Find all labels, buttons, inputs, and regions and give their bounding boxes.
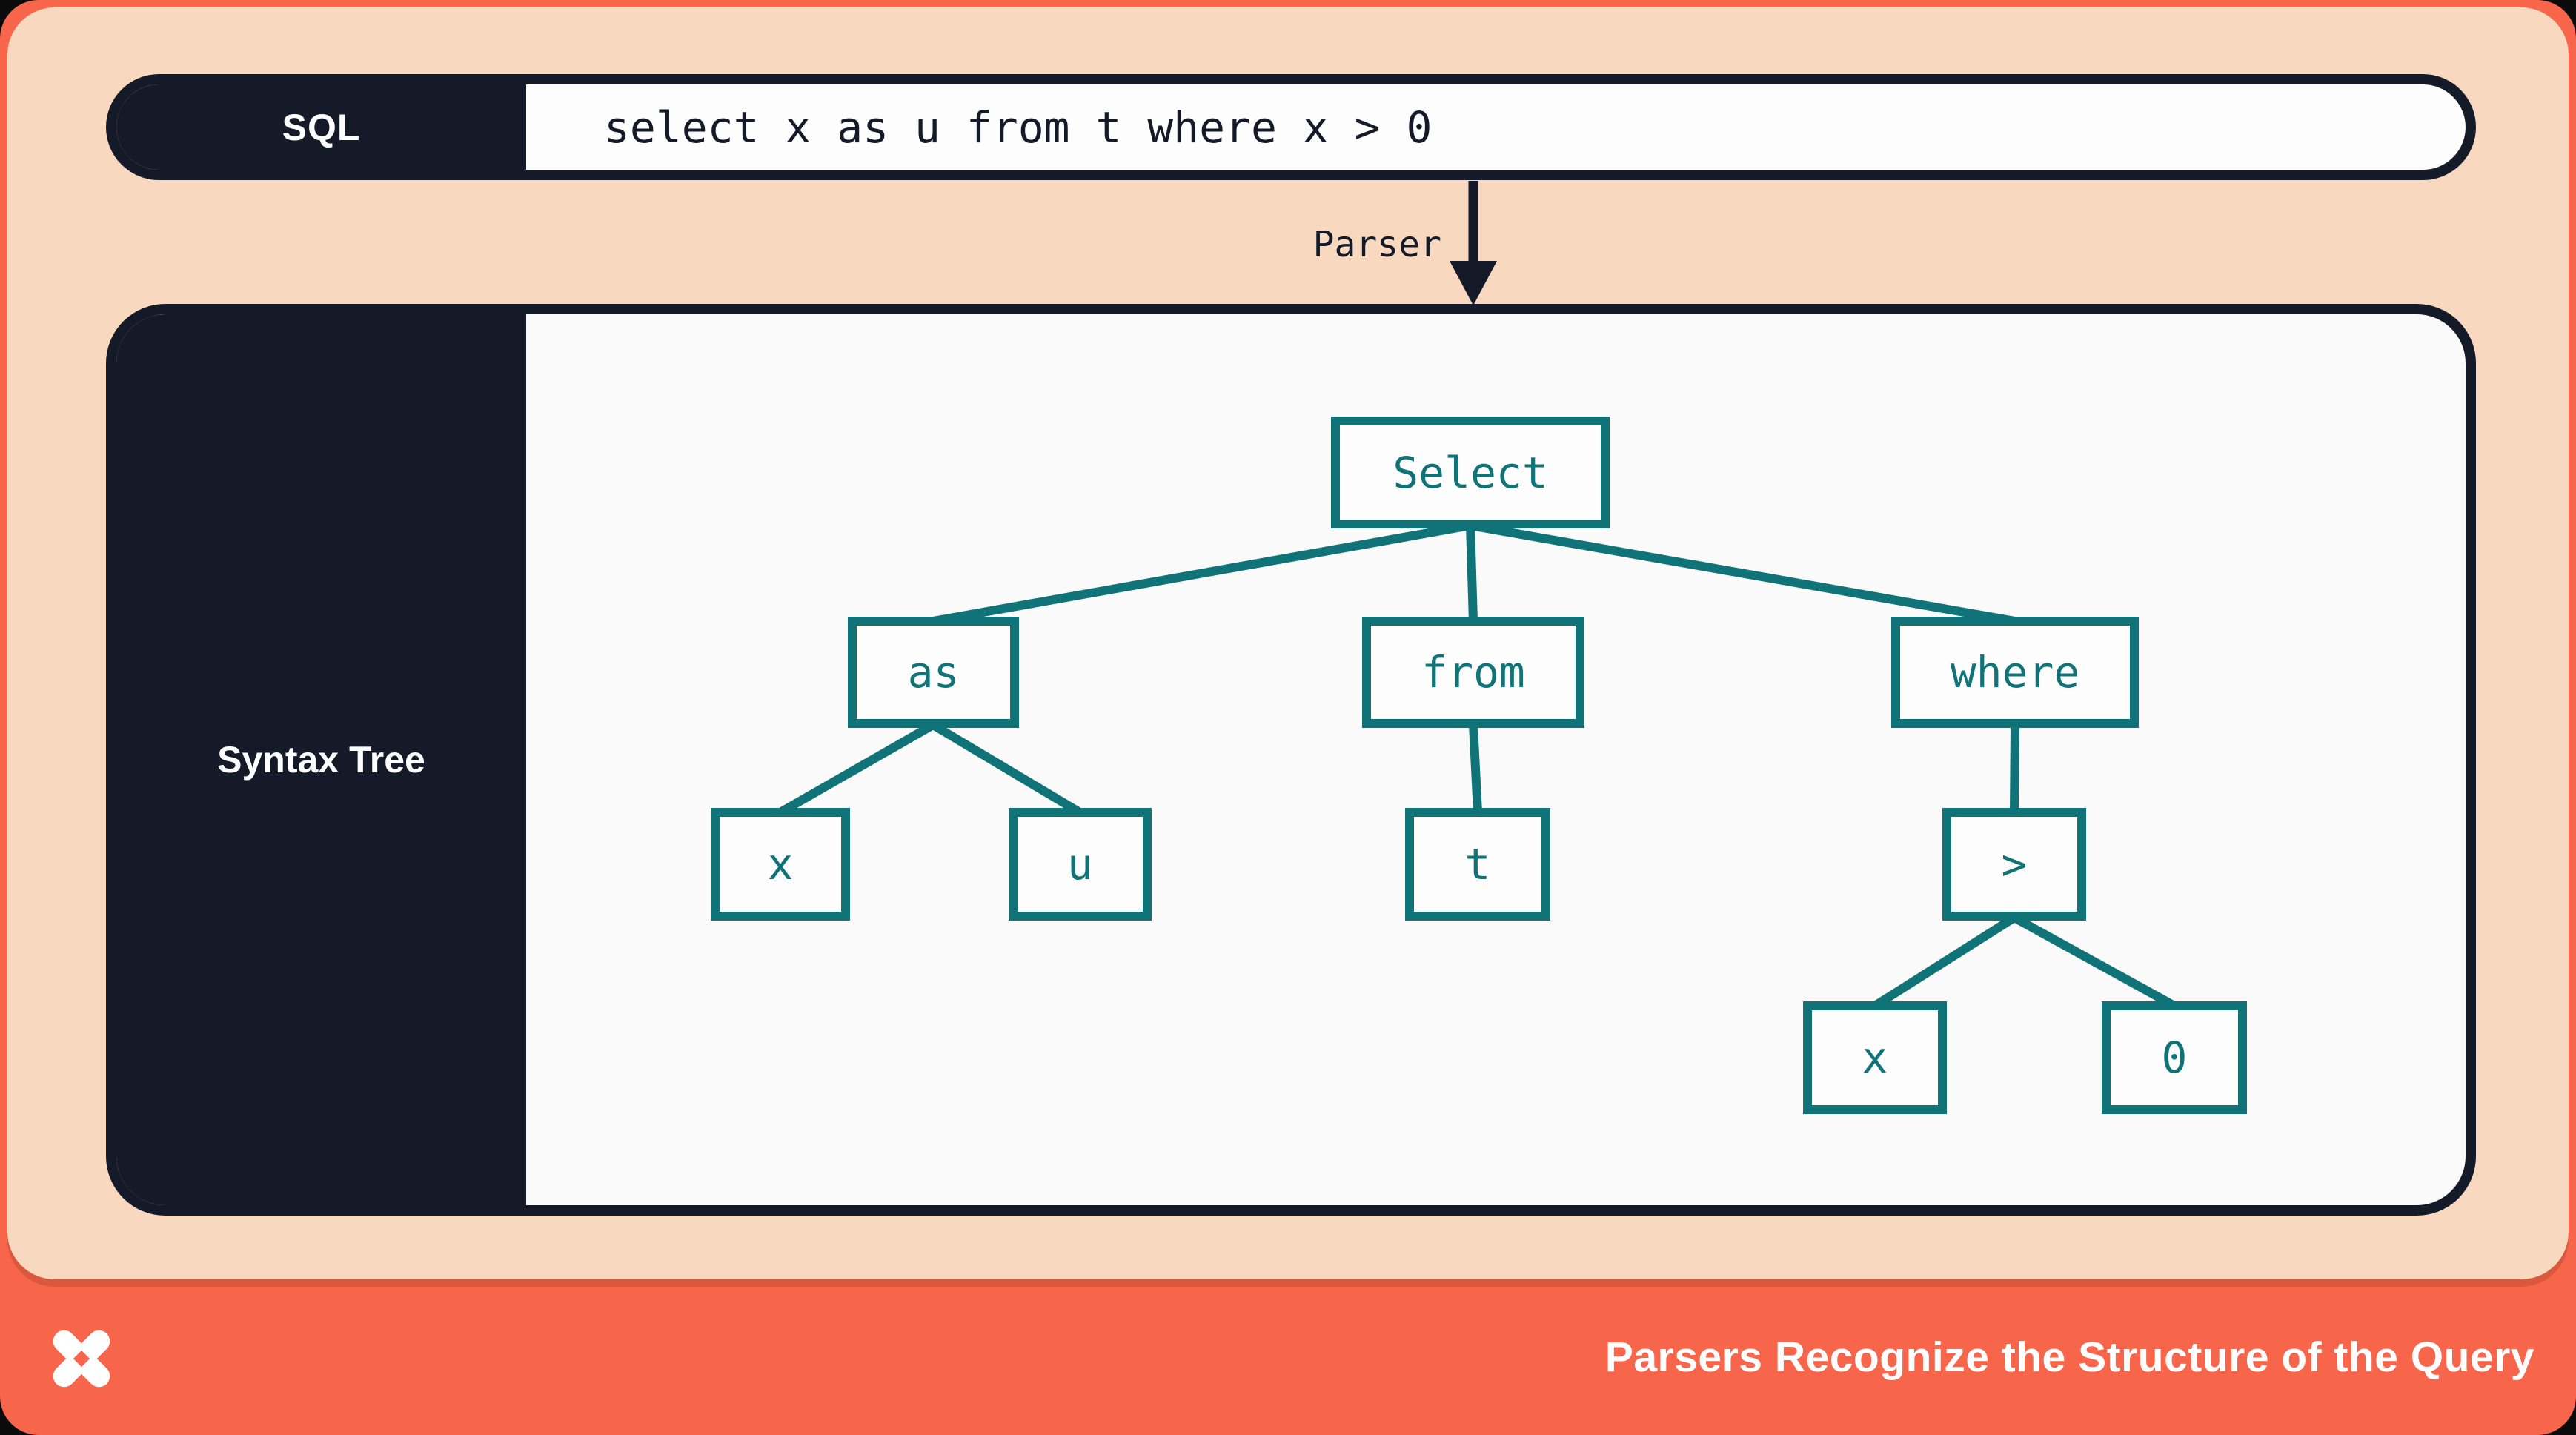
tree-edges (778, 521, 2177, 1010)
sql-bar: SQL select x as u from t where x > 0 (106, 74, 2476, 180)
tree-node-x-alias: x (711, 808, 850, 921)
tree-node-u: u (1009, 808, 1152, 921)
tree-node-as: as (848, 617, 1019, 728)
dolt-logo-icon (53, 1330, 110, 1388)
tree-node-zero: 0 (2102, 1001, 2247, 1114)
sql-bar-label: SQL (116, 84, 526, 170)
tree-node-t: t (1405, 808, 1550, 921)
tree-node-from: from (1362, 617, 1584, 728)
parser-label: Parser (1312, 224, 1441, 265)
footer-title: Parsers Recognize the Structure of the Q… (1604, 1333, 2534, 1381)
syntax-tree-panel: Syntax Tree Select as from where x u t >… (106, 304, 2476, 1216)
footer: Parsers Recognize the Structure of the Q… (0, 1279, 2576, 1435)
tree-node-where: where (1891, 617, 2139, 728)
syntax-tree-label: Syntax Tree (116, 314, 526, 1205)
tree-node-x-operand: x (1803, 1001, 1947, 1114)
tree-node-select: Select (1331, 417, 1610, 528)
sql-query-text: select x as u from t where x > 0 (604, 102, 1433, 153)
tree-node-greater-than: > (1942, 808, 2086, 921)
